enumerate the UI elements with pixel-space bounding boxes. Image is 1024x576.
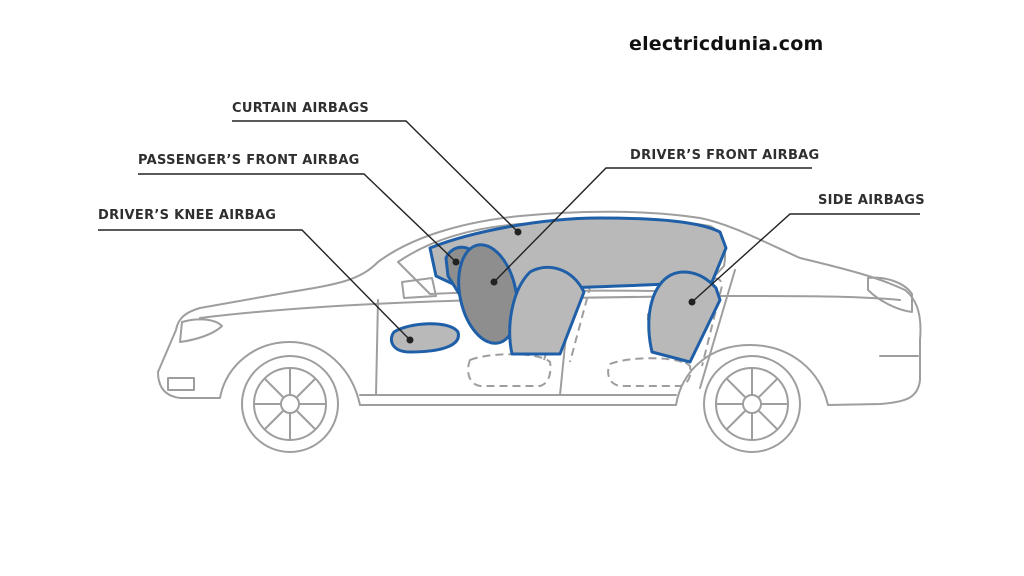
dot-driver-knee	[406, 336, 414, 344]
rear-door-line	[699, 269, 736, 389]
dot-side	[688, 298, 696, 306]
dot-driver-front	[490, 278, 498, 286]
front-side-airbag	[508, 265, 586, 356]
leader-lines	[98, 120, 920, 341]
front-tire	[241, 355, 339, 453]
front-spokes	[254, 368, 326, 440]
dot-passenger-front	[452, 258, 460, 266]
driver-knee-airbag	[389, 322, 460, 354]
tail-light	[867, 276, 913, 313]
front-seat-cushion	[467, 353, 552, 387]
fog-light	[167, 377, 195, 391]
rear-wheel	[703, 355, 801, 453]
leader-curtain	[232, 120, 519, 233]
label-curtain-airbags: CURTAIN AIRBAGS	[232, 101, 370, 116]
leader-driver-front	[493, 167, 812, 283]
rear-hub	[742, 394, 762, 414]
front-hub	[280, 394, 300, 414]
site-watermark: electricdunia.com	[629, 33, 824, 55]
driver-front-airbag	[457, 243, 519, 345]
front-wheel	[241, 355, 339, 453]
leader-dots	[406, 228, 696, 344]
leader-driver-knee	[98, 229, 411, 341]
dot-curtain	[514, 228, 522, 236]
label-side-airbags: SIDE AIRBAGS	[818, 193, 925, 208]
rear-tire	[703, 355, 801, 453]
leader-side	[691, 213, 920, 303]
car-silhouette	[157, 210, 922, 406]
rear-seat-cushion	[607, 357, 692, 387]
label-driver-knee-airbag: DRIVER’S KNEE AIRBAG	[98, 208, 277, 223]
side-mirror	[401, 277, 437, 299]
front-door-line	[375, 299, 379, 396]
rear-spokes	[716, 368, 788, 440]
label-passenger-front-airbag: PASSENGER’S FRONT AIRBAG	[138, 153, 360, 168]
headlight	[179, 318, 223, 343]
leader-passenger-front	[138, 173, 457, 263]
body-crease	[199, 295, 901, 319]
rear-side-airbag	[647, 270, 722, 364]
label-driver-front-airbag: DRIVER’S FRONT AIRBAG	[630, 148, 820, 163]
